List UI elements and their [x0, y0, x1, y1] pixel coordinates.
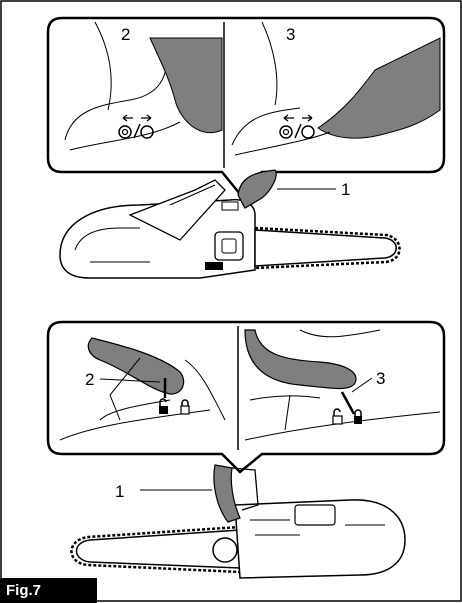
unlocked-padlock-icon [159, 398, 168, 414]
rotation-direction-icon [118, 114, 154, 139]
hand-grip-shape [149, 37, 223, 134]
top-detail-right: 3 [231, 21, 441, 156]
unlocked-padlock-icon [332, 408, 343, 425]
top-callout-left-label: 2 [121, 25, 130, 44]
chain-bar [254, 229, 397, 267]
locked-padlock-icon [180, 399, 190, 415]
top-saw-label: 1 [341, 180, 350, 199]
bottom-saw-label: 1 [115, 482, 124, 501]
top-chainsaw-illustration: 1 [59, 169, 401, 279]
bottom-callout-left-label: 2 [85, 370, 94, 389]
bottom-detail-right: 3 [244, 329, 441, 441]
locked-padlock-icon [354, 409, 362, 424]
hand-grip-shape [87, 337, 185, 395]
top-callout-right-label: 3 [286, 25, 295, 44]
bottom-callout-right-label: 3 [376, 369, 385, 388]
top-detail-left: 2 [64, 21, 223, 151]
bottom-detail-left: 2 [59, 337, 226, 441]
hand-grip-shape [244, 329, 357, 390]
bottom-callout-panel: 2 3 [46, 320, 446, 474]
bottom-chainsaw-illustration: 1 [70, 464, 406, 579]
rotation-direction-icon [279, 114, 315, 139]
chain-bar [75, 529, 241, 569]
hand-grip-shape [317, 37, 441, 139]
top-callout-panel: 2 3 [46, 16, 446, 196]
figure-label: Fig.7 [0, 578, 97, 603]
